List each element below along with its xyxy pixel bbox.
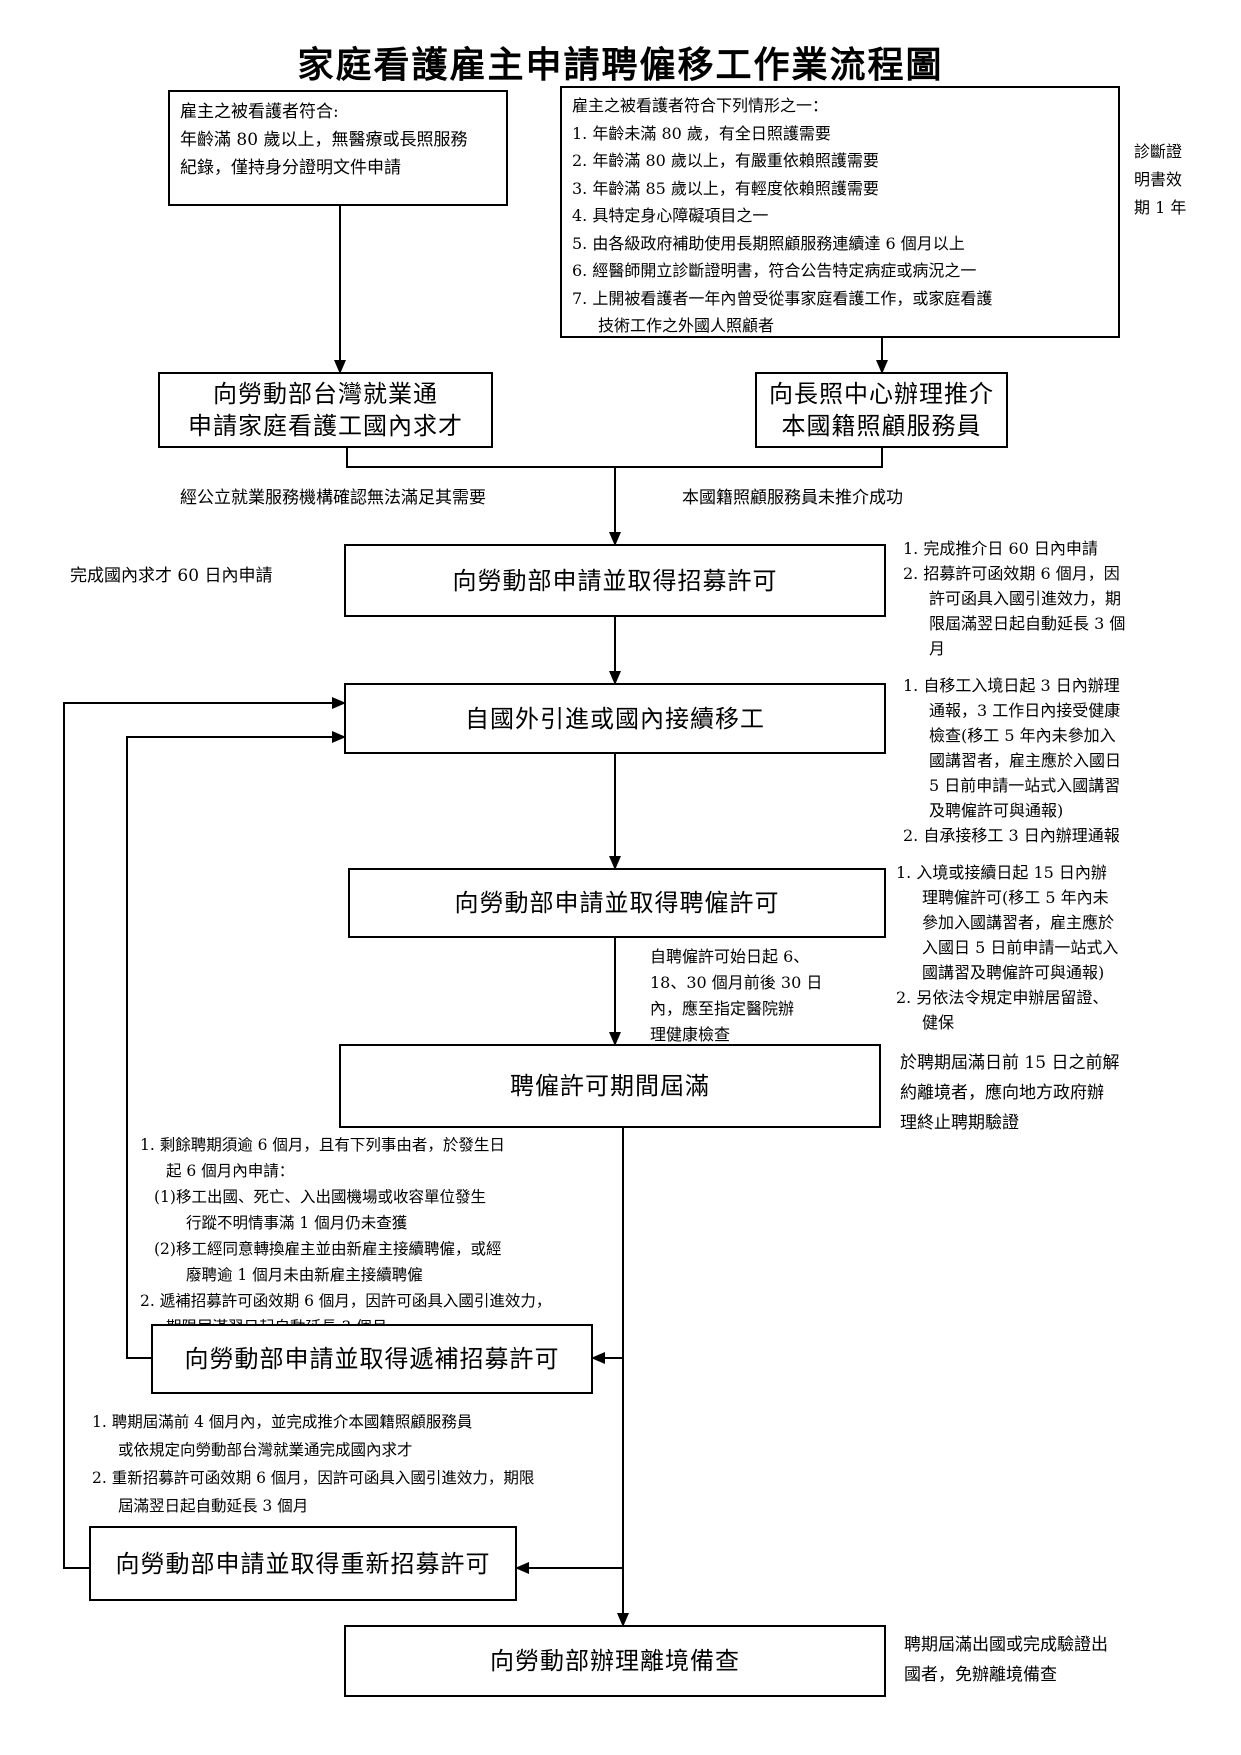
condition-left: 經公立就業服務機構確認無法滿足其需要 bbox=[180, 488, 486, 508]
replacement-conditions-note: 1. 剩餘聘期須逾 6 個月，且有下列事由者，於發生日 起 6 個月內申請： (… bbox=[140, 1132, 551, 1340]
box-label: 本國籍照顧服務員 bbox=[781, 412, 982, 440]
note-line: 2. 重新招募許可函效期 6 個月，因許可函具入國引進效力，期限 bbox=[92, 1469, 535, 1487]
note-line: 1. 自移工入境日起 3 日內辦理 bbox=[903, 676, 1120, 695]
note-line: 2. 自承接移工 3 日內辦理通報 bbox=[903, 826, 1120, 845]
note-line: 或依規定向勞動部台灣就業通完成國內求才 bbox=[118, 1441, 413, 1459]
loop-replace-to-import bbox=[126, 731, 346, 1359]
note-line: 許可函具入國引進效力，期 bbox=[929, 589, 1122, 608]
note-line: 2. 另依法令規定申辦居留證、 bbox=[896, 988, 1109, 1007]
note-line: 國者，免辦離境備查 bbox=[904, 1665, 1057, 1685]
box-label: 申請家庭看護工國內求才 bbox=[188, 412, 463, 440]
condition-right: 本國籍照顧服務員未推介成功 bbox=[682, 488, 903, 508]
note-line: 檢查(移工 5 年內未參加入 bbox=[929, 726, 1116, 745]
note-line: 屆滿翌日起自動延長 3 個月 bbox=[118, 1497, 309, 1515]
page-title: 家庭看護雇主申請聘僱移工作業流程圖 bbox=[297, 44, 944, 86]
note-line: 內，應至指定醫院辦 bbox=[650, 999, 795, 1018]
note-line: 入國日 5 日前申請一站式入 bbox=[922, 938, 1119, 957]
domestic-recruitment-box: 向勞動部台灣就業通 申請家庭看護工國內求才 bbox=[158, 372, 493, 448]
condition-item: 1. 年齡未滿 80 歲，有全日照護需要 bbox=[572, 123, 831, 143]
criteria-heading: 雇主之被看護者符合: bbox=[180, 102, 339, 122]
note-line: 1. 入境或接續日起 15 日內辦 bbox=[896, 863, 1107, 882]
note-line: 健保 bbox=[922, 1013, 955, 1032]
note-line: (2)移工經同意轉換雇主並由新雇主接續聘僱，或經 bbox=[154, 1240, 502, 1258]
condition-item: 7. 上開被看護者一年內曾受從事家庭看護工作，或家庭看護 bbox=[572, 288, 993, 308]
note-line: 及聘僱許可與通報) bbox=[929, 801, 1064, 820]
health-check-note: 自聘僱許可始日起 6、 18、30 個月前後 30 日 內，應至指定醫院辦 理健… bbox=[650, 944, 822, 1048]
condition-item: 4. 具特定身心障礙項目之一 bbox=[572, 206, 769, 225]
note-line: 1. 完成推介日 60 日內申請 bbox=[903, 539, 1098, 558]
note-line: 聘期屆滿出國或完成驗證出 bbox=[904, 1635, 1108, 1655]
employment-permit-box: 向勞動部申請並取得聘僱許可 bbox=[348, 868, 886, 938]
import-workers-note: 1. 自移工入境日起 3 日內辦理 通報，3 工作日內接受健康 檢查(移工 5 … bbox=[903, 673, 1121, 848]
note-line: 通報，3 工作日內接受健康 bbox=[929, 701, 1121, 720]
domestic-deadline-note: 完成國內求才 60 日內申請 bbox=[70, 566, 273, 586]
note-line: 5 日前申請一站式入國講習 bbox=[929, 776, 1121, 795]
loop-rerecruit-to-import bbox=[63, 697, 346, 1569]
condition-item: 技術工作之外國人照顧者 bbox=[598, 316, 775, 335]
box-label: 向勞動部台灣就業通 bbox=[213, 380, 438, 408]
condition-item: 6. 經醫師開立診斷證明書，符合公告特定病症或病況之一 bbox=[572, 261, 977, 280]
recruitment-permit-box: 向勞動部申請並取得招募許可 bbox=[344, 544, 886, 617]
expiry-note: 於聘期屆滿日前 15 日之前解 約離境者，應向地方政府辦 理終止聘期驗證 bbox=[900, 1048, 1119, 1138]
criteria-line: 紀錄，僅持身分證明文件申請 bbox=[180, 158, 401, 178]
note-line: 起 6 個月內申請： bbox=[166, 1162, 295, 1180]
exit-exemption-note: 聘期屆滿出國或完成驗證出 國者，免辦離境備查 bbox=[904, 1630, 1108, 1690]
diagnosis-validity-note: 診斷證 明書效 期 1 年 bbox=[1134, 138, 1186, 222]
criteria-box-conditions: 雇主之被看護者符合下列情形之一： 1. 年齡未滿 80 歲，有全日照護需要 2.… bbox=[560, 86, 1120, 338]
note-line: 自聘僱許可始日起 6、 bbox=[650, 947, 810, 966]
rerecruitment-box: 向勞動部申請並取得重新招募許可 bbox=[89, 1526, 517, 1601]
note-line: 行蹤不明情事滿 1 個月仍未查獲 bbox=[186, 1214, 408, 1232]
note-line: 18、30 個月前後 30 日 bbox=[650, 973, 823, 992]
note-line: 約離境者，應向地方政府辦 bbox=[900, 1083, 1104, 1103]
note-line: 理健康檢查 bbox=[650, 1025, 731, 1044]
condition-item: 3. 年齡滿 85 歲以上，有輕度依賴照護需要 bbox=[572, 178, 879, 198]
condition-item: 5. 由各級政府補助使用長期照顧服務連續達 6 個月以上 bbox=[572, 233, 965, 253]
note-line: 診斷證 bbox=[1134, 142, 1183, 161]
exit-record-box: 向勞動部辦理離境備查 bbox=[344, 1625, 886, 1697]
conditions-heading: 雇主之被看護者符合下列情形之一： bbox=[572, 96, 829, 115]
note-line: 期 1 年 bbox=[1134, 198, 1187, 217]
note-line: 國講習者，雇主應於入國日 bbox=[929, 751, 1122, 770]
note-line: 月 bbox=[929, 639, 946, 658]
box-label: 向長照中心辦理推介 bbox=[769, 380, 994, 408]
note-line: 理聘僱許可(移工 5 年內未 bbox=[922, 888, 1109, 907]
note-line: 2. 招募許可函效期 6 個月，因 bbox=[903, 564, 1120, 583]
note-line: 廢聘逾 1 個月未由新雇主接續聘僱 bbox=[186, 1266, 423, 1284]
note-line: 理終止聘期驗證 bbox=[900, 1113, 1019, 1133]
note-line: 限屆滿翌日起自動延長 3 個 bbox=[929, 614, 1126, 633]
note-line: 國講習及聘僱許可與通報) bbox=[922, 963, 1105, 982]
note-line: 1. 聘期屆滿前 4 個月內，並完成推介本國籍照顧服務員 bbox=[92, 1413, 473, 1431]
ltc-center-box: 向長照中心辦理推介 本國籍照顧服務員 bbox=[755, 372, 1008, 448]
note-line: 參加入國講習者，雇主應於 bbox=[922, 913, 1115, 932]
note-line: 2. 遞補招募許可函效期 6 個月，因許可函具入國引進效力， bbox=[140, 1292, 552, 1310]
note-line: (1)移工出國、死亡、入出國機場或收容單位發生 bbox=[154, 1188, 486, 1206]
merge-line bbox=[346, 448, 883, 468]
rerecruitment-conditions-note: 1. 聘期屆滿前 4 個月內，並完成推介本國籍照顧服務員 或依規定向勞動部台灣就… bbox=[92, 1408, 534, 1520]
criteria-line: 年齡滿 80 歲以上，無醫療或長照服務 bbox=[180, 130, 468, 150]
employment-permit-note: 1. 入境或接續日起 15 日內辦 理聘僱許可(移工 5 年內未 參加入國講習者… bbox=[896, 860, 1118, 1035]
note-line: 於聘期屆滿日前 15 日之前解 bbox=[900, 1053, 1120, 1073]
replacement-recruitment-box: 向勞動部申請並取得遞補招募許可 bbox=[151, 1324, 593, 1394]
permit-expiry-box: 聘僱許可期間屆滿 bbox=[339, 1044, 881, 1128]
condition-item: 2. 年齡滿 80 歲以上，有嚴重依賴照護需要 bbox=[572, 151, 879, 170]
import-workers-box: 自國外引進或國內接續移工 bbox=[344, 683, 886, 754]
note-line: 1. 剩餘聘期須逾 6 個月，且有下列事由者，於發生日 bbox=[140, 1136, 505, 1154]
note-line: 明書效 bbox=[1134, 170, 1183, 189]
recruitment-permit-note: 1. 完成推介日 60 日內申請 2. 招募許可函效期 6 個月，因 許可函具入… bbox=[903, 536, 1125, 661]
criteria-box-80-plus: 雇主之被看護者符合: 年齡滿 80 歲以上，無醫療或長照服務 紀錄，僅持身分證明… bbox=[168, 90, 508, 206]
